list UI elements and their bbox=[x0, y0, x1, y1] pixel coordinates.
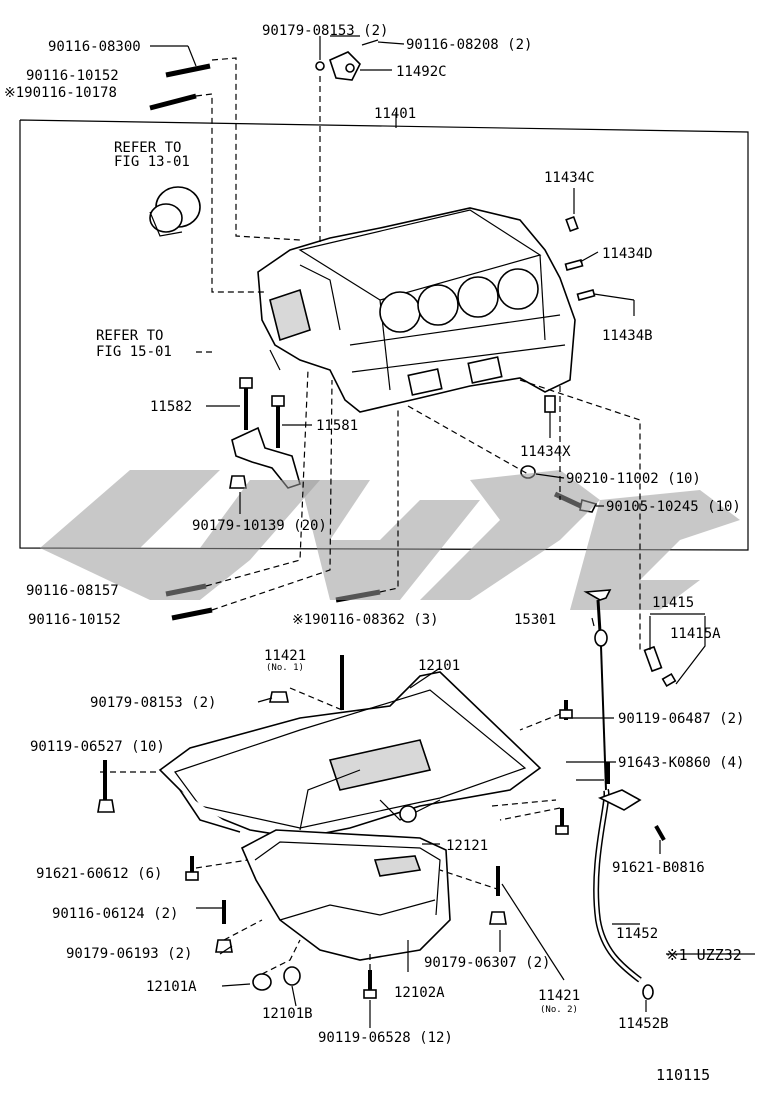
label-15301: 15301 bbox=[514, 612, 556, 628]
level-gauge-icon bbox=[643, 645, 677, 688]
label-11434B: 11434B bbox=[602, 328, 653, 344]
figure-number: 110115 bbox=[656, 1066, 710, 1084]
label-refer-13-line2: FIG 13-01 bbox=[114, 154, 190, 170]
label-90179-06193: 90179-06193 (2) bbox=[66, 946, 192, 962]
bearing-cap-icon bbox=[229, 377, 301, 489]
engine-block-icon bbox=[257, 207, 576, 413]
label-refer-13-line1: REFER TO bbox=[114, 140, 181, 156]
oil-pan-lower-icon bbox=[240, 829, 451, 961]
label-90116-08300: 90116-08300 bbox=[48, 39, 141, 55]
label-90210-11002: 90210-11002 (10) bbox=[566, 471, 701, 487]
label-12101A: 12101A bbox=[146, 979, 197, 995]
label-90116-10152-low: 90116-10152 bbox=[28, 612, 121, 628]
label-11421-no2-sub: (No. 2) bbox=[540, 1005, 578, 1015]
label-90116-10152-top: 90116-10152 bbox=[26, 68, 119, 84]
pan-fasteners-icon bbox=[97, 655, 573, 999]
label-11452: 11452 bbox=[616, 926, 658, 942]
label-11421-no1: 11421 bbox=[264, 648, 306, 664]
label-90116-08157: 90116-08157 bbox=[26, 583, 119, 599]
label-90119-06528: 90119-06528 (12) bbox=[318, 1030, 453, 1046]
label-90179-08153-top: 90179-08153 (2) bbox=[262, 23, 388, 39]
label-91643-K0860: 91643-K0860 (4) bbox=[618, 755, 744, 771]
label-11434C: 11434C bbox=[544, 170, 595, 186]
label-12102A: 12102A bbox=[394, 985, 445, 1001]
label-90105-10245: 90105-10245 (10) bbox=[606, 499, 741, 515]
label-refer-15-line2: FIG 15-01 bbox=[96, 344, 172, 360]
label-11415: 11415 bbox=[652, 595, 694, 611]
block-group-frame bbox=[19, 119, 749, 551]
label-11581: 11581 bbox=[316, 418, 358, 434]
label-11421-no1-sub: (No. 1) bbox=[266, 663, 304, 673]
label-11492C: 11492C bbox=[396, 64, 447, 80]
label-90179-08153-pan: 90179-08153 (2) bbox=[90, 695, 216, 711]
label-90116-06124: 90116-06124 (2) bbox=[52, 906, 178, 922]
label-90179-06307: 90179-06307 (2) bbox=[424, 955, 550, 971]
watermark-graphic bbox=[40, 470, 740, 610]
label-12121: 12121 bbox=[446, 838, 488, 854]
label-11401: 11401 bbox=[374, 106, 416, 122]
label-11452B: 11452B bbox=[618, 1016, 669, 1032]
label-90119-06487: 90119-06487 (2) bbox=[618, 711, 744, 727]
label-11421-no2: 11421 bbox=[538, 988, 580, 1004]
oil-pan-upper-icon bbox=[158, 671, 542, 839]
label-1UZZ32: ※1 UZZ32 bbox=[666, 946, 742, 964]
label-12101B: 12101B bbox=[262, 1006, 313, 1022]
label-11582: 11582 bbox=[150, 399, 192, 415]
pulley-icon bbox=[149, 186, 201, 237]
label-refer-15-line1: REFER TO bbox=[96, 328, 163, 344]
label-90116-10178: ※190116-10178 bbox=[4, 85, 117, 101]
label-11434D: 11434D bbox=[602, 246, 653, 262]
dipstick-icon bbox=[583, 589, 612, 791]
label-90116-08208: 90116-08208 (2) bbox=[406, 37, 532, 53]
label-12101: 12101 bbox=[418, 658, 460, 674]
label-90179-10139: 90179-10139 (20) bbox=[192, 518, 327, 534]
label-91621-B0816: 91621-B0816 bbox=[612, 860, 705, 876]
part-labels: 90116-08300 90179-08153 (2) 90116-08208 … bbox=[4, 23, 744, 1084]
label-90116-08362: ※190116-08362 (3) bbox=[292, 612, 439, 628]
label-91621-60612: 91621-60612 (6) bbox=[36, 866, 162, 882]
label-11434X: 11434X bbox=[520, 444, 571, 460]
label-11415A: 11415A bbox=[670, 626, 721, 642]
label-90119-06527: 90119-06527 (10) bbox=[30, 739, 165, 755]
top-cover-gasket-icon bbox=[315, 39, 379, 81]
dipstick-guide-icon bbox=[593, 762, 666, 1000]
leader-lines bbox=[100, 35, 755, 1028]
